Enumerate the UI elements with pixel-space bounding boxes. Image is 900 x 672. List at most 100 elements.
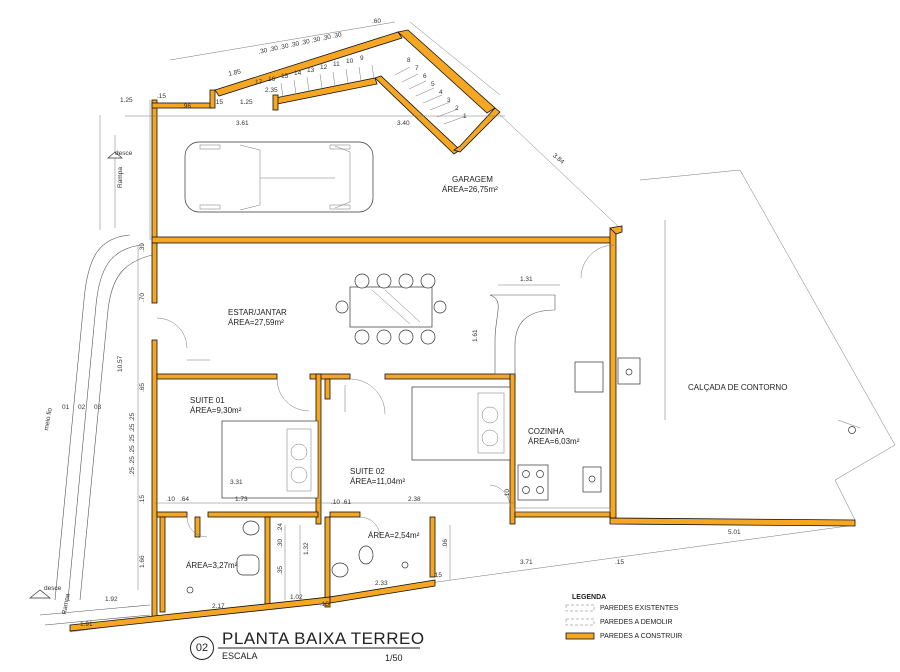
dim-15e: .15 <box>615 559 625 566</box>
room-area: ÁREA=9,30m² <box>190 406 242 415</box>
room-area: ÁREA=27,59m² <box>228 318 284 327</box>
dim-3-40: 3.40 <box>397 120 410 127</box>
stair-12: 12 <box>320 64 328 71</box>
curb-lines <box>29 100 153 626</box>
dim-60: .60 <box>372 18 382 25</box>
dim-3-61: 3.61 <box>236 120 249 127</box>
label-rampa-top: Rampa <box>117 167 124 188</box>
dim-06: .06 <box>442 538 449 548</box>
scale-label: ESCALA <box>222 651 258 661</box>
legend-demolish: PAREDES A DEMOLIR <box>600 619 673 626</box>
stair-14: 14 <box>294 70 302 77</box>
dim-15d: .15 <box>433 572 443 579</box>
room-area: ÁREA=6,03m² <box>528 437 580 446</box>
dim-64: .64 <box>180 496 190 503</box>
dim-15b: .15 <box>214 99 224 106</box>
room-name: ESTAR/JANTAR <box>228 308 287 317</box>
stair-4: 4 <box>439 89 443 96</box>
kitchen-counter <box>489 294 641 513</box>
stair-8: 8 <box>407 57 411 64</box>
dim-5-01: 5.01 <box>728 529 741 536</box>
room-estar-jantar: ESTAR/JANTAR ÁREA=27,59m² <box>228 309 287 327</box>
meio-fio-mark-1: 01 <box>62 404 70 411</box>
room-name: COZINHA <box>528 427 564 436</box>
dim-24: .24 <box>277 522 284 532</box>
dim-1-25: 1.25 <box>120 97 133 104</box>
car-drawing <box>184 141 374 213</box>
door-swings <box>156 244 615 538</box>
dim-15a: .15 <box>157 93 167 100</box>
stair-16: 16 <box>268 76 276 83</box>
dim-10b: .10 <box>331 499 341 506</box>
dim-1-73: 1.73 <box>235 496 248 503</box>
stair-2: 2 <box>455 105 459 112</box>
drawing-title: PLANTA BAIXA TERREO <box>222 629 425 648</box>
meio-fio-mark-2: 02 <box>78 404 86 411</box>
stair-treads <box>280 64 467 125</box>
stair-5: 5 <box>431 81 435 88</box>
legend-title: LEGENDA <box>572 594 607 601</box>
dim-1-66: 1.66 <box>139 555 146 568</box>
dim-70: .70 <box>139 292 146 302</box>
room-wc2-area: ÁREA=2,54m² <box>368 531 420 540</box>
stair-9: 9 <box>360 55 364 62</box>
room-area: ÁREA=26,75m² <box>442 185 498 194</box>
lot-lines <box>69 21 896 633</box>
dim-1-61: 1.61 <box>472 329 479 342</box>
room-name: SUITE 01 <box>190 396 225 405</box>
meio-fio-mark-3: 03 <box>94 404 102 411</box>
dim-1-91: 1.91 <box>80 621 93 628</box>
room-name: SUITE 02 <box>350 467 385 476</box>
room-suite-01: SUITE 01 ÁREA=9,30m² <box>190 397 241 415</box>
legend-swatches <box>565 604 595 640</box>
room-area: ÁREA=11,04m² <box>350 477 406 486</box>
legend-existing: PAREDES EXISTENTES <box>600 605 679 612</box>
dim-3-71: 3.71 <box>520 559 533 566</box>
label-desce-top: desce <box>115 150 133 157</box>
dim-2-17: 2.17 <box>212 603 225 610</box>
dim-10c: .10 <box>504 488 511 498</box>
room-name: GARAGEM <box>452 175 493 184</box>
dim-61: .61 <box>342 499 352 506</box>
dim-1-32: 1.32 <box>303 542 310 555</box>
beds <box>221 386 511 499</box>
dim-25s: .25 .25 .25 .25 .25 .25 <box>129 412 136 476</box>
room-suite-02: SUITE 02 ÁREA=11,04m² <box>350 468 405 486</box>
room-calcada: CALÇADA DE CONTORNO <box>688 383 788 392</box>
dim-65: .65 <box>139 382 146 392</box>
stair-11: 11 <box>333 61 340 68</box>
dim-2-35: 2.35 <box>265 87 278 94</box>
legend-build: PAREDES A CONSTRUIR <box>600 633 683 640</box>
stair-6: 6 <box>423 73 427 80</box>
dim-96: .96 <box>182 103 192 110</box>
dim-2-33: 2.33 <box>375 580 388 587</box>
dim-2-38: 2.38 <box>408 496 421 503</box>
dim-35: .35 <box>277 565 284 575</box>
dim-10a: .10 <box>166 496 176 503</box>
dining-table <box>335 273 447 345</box>
label-desce-bottom: desce <box>44 585 62 592</box>
dim-1-31: 1.31 <box>520 276 533 283</box>
stair-15: 15 <box>281 73 289 80</box>
drawing-number: 02 <box>190 636 214 660</box>
dim-1-92: 1.92 <box>105 596 118 603</box>
room-cozinha: COZINHA ÁREA=6,03m² <box>528 428 579 446</box>
dim-1-25b: 1.25 <box>240 99 253 106</box>
bath-fixtures <box>186 520 409 594</box>
walls <box>69 29 856 632</box>
stair-13: 13 <box>307 67 315 74</box>
dim-30: .30 <box>277 538 284 548</box>
dim-39: .39 <box>139 242 146 252</box>
dim-3-31: 3.31 <box>230 479 243 486</box>
dim-10-57: 10.57 <box>117 355 124 372</box>
stair-7: 7 <box>415 65 419 72</box>
room-wc1-area: ÁREA=3,27m² <box>186 561 238 570</box>
dimension-lines <box>125 115 560 600</box>
room-garagem: GARAGEM ÁREA=26,75m² <box>442 175 498 194</box>
dim-15c: .15 <box>139 494 146 504</box>
dim-1-02: 1.02 <box>290 594 303 601</box>
scale-value: 1/50 <box>385 653 403 663</box>
stair-1: 1 <box>463 113 467 120</box>
stair-10: 10 <box>346 58 354 65</box>
